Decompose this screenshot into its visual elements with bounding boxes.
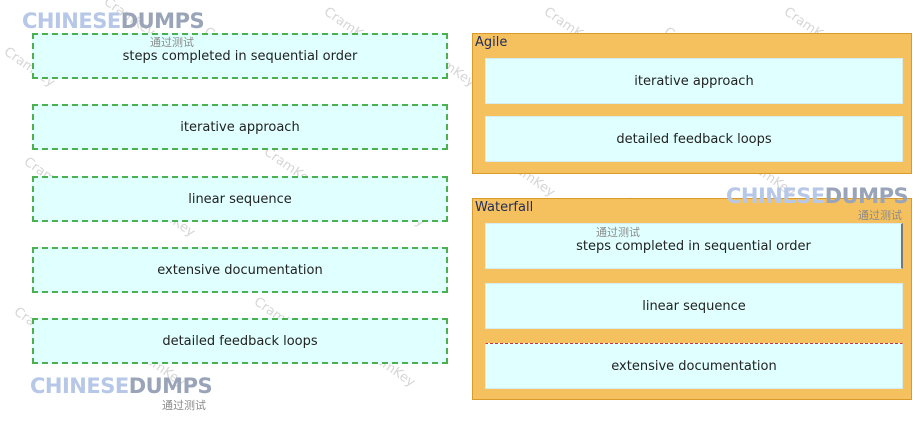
chinesedumps-watermark: CHINESEDUMPS — [30, 374, 213, 398]
chinesedumps-watermark: CHINESEDUMPS — [22, 9, 205, 33]
agile-drop-zone[interactable]: Agile iterative approach detailed feedba… — [472, 33, 912, 174]
chinesedumps-watermark-subtitle: 通过测试 — [162, 399, 206, 412]
source-item-linear-sequence[interactable]: linear sequence — [32, 176, 448, 222]
waterfall-item-extensive-documentation[interactable]: extensive documentation — [485, 343, 903, 389]
waterfall-item-linear-sequence[interactable]: linear sequence — [485, 283, 903, 329]
source-item-sequential-order[interactable]: steps completed in sequential order — [32, 33, 448, 79]
waterfall-panel-title: Waterfall — [475, 200, 534, 215]
source-item-detailed-feedback-loops[interactable]: detailed feedback loops — [32, 318, 448, 364]
waterfall-item-sequential-order[interactable]: steps completed in sequential order — [485, 223, 903, 269]
source-item-extensive-documentation[interactable]: extensive documentation — [32, 247, 448, 293]
agile-item-detailed-feedback-loops[interactable]: detailed feedback loops — [485, 116, 903, 162]
agile-panel-title: Agile — [475, 35, 508, 50]
agile-item-iterative-approach[interactable]: iterative approach — [485, 58, 903, 104]
waterfall-drop-zone[interactable]: Waterfall steps completed in sequential … — [472, 198, 912, 400]
source-item-iterative-approach[interactable]: iterative approach — [32, 104, 448, 150]
